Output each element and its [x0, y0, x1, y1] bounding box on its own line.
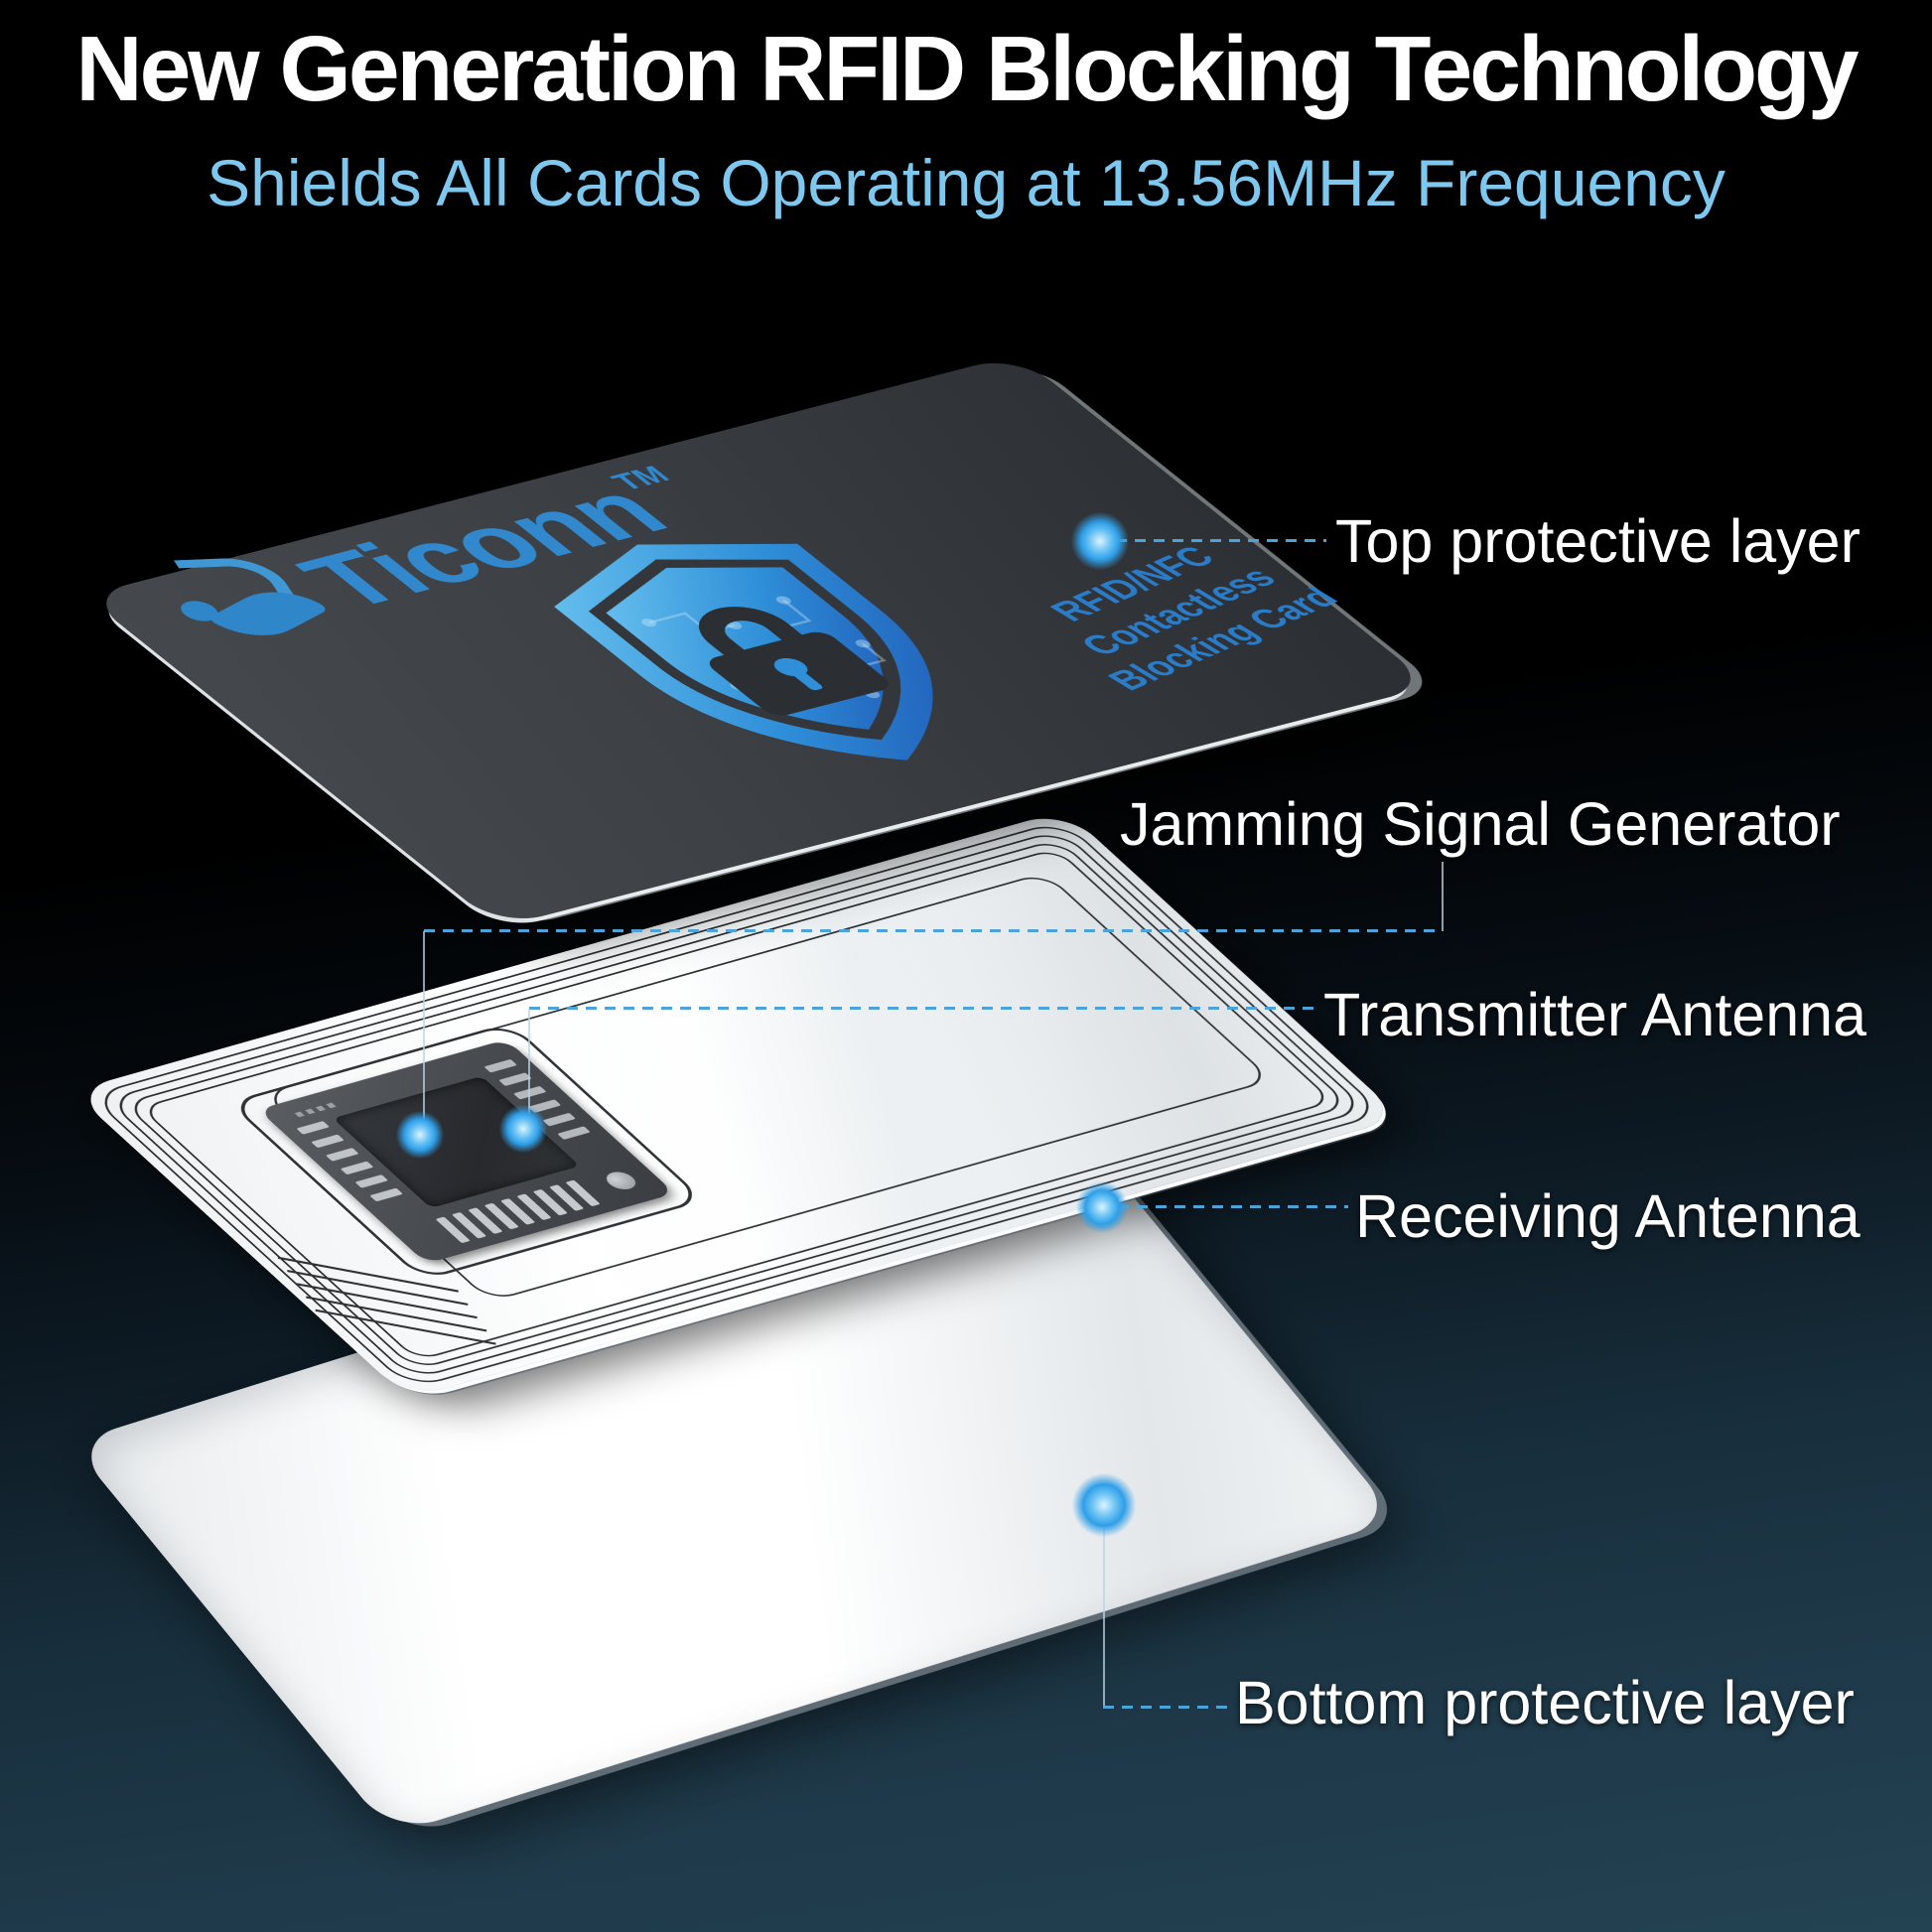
card-side-text: RFID/NFC Contactless Blocking Card — [1041, 540, 1349, 697]
connector-jamming-vertical — [1442, 862, 1444, 931]
shield-lock-icon — [481, 497, 1064, 808]
label-receiving-antenna: Receiving Antenna — [1355, 1182, 1861, 1250]
label-bottom-protective-layer: Bottom protective layer — [1235, 1669, 1855, 1736]
connector-jamming-horizontal — [424, 929, 1443, 932]
glow-dot-bottom-layer — [1072, 1473, 1136, 1537]
connector-receiving — [1118, 1205, 1348, 1208]
label-transmitter-antenna: Transmitter Antenna — [1323, 981, 1867, 1048]
page-title: New Generation RFID Blocking Technology — [75, 17, 1859, 120]
connector-bottom-vertical — [1103, 1507, 1105, 1708]
label-top-protective-layer: Top protective layer — [1335, 507, 1861, 575]
chip-marks — [294, 1102, 337, 1118]
connector-top-layer — [1116, 539, 1326, 542]
label-jamming-signal-generator: Jamming Signal Generator — [1120, 790, 1841, 858]
glow-dot-top-layer — [1071, 512, 1129, 570]
page-subtitle: Shields All Cards Operating at 13.56MHz … — [207, 146, 1725, 219]
connector-bottom-horizontal — [1103, 1706, 1228, 1709]
glow-dot-transmitter — [499, 1105, 547, 1153]
connector-transmitter-drop — [528, 1009, 530, 1128]
chip-pad — [601, 1169, 641, 1192]
connector-transmitter — [529, 1007, 1317, 1010]
glow-dot-receiving — [1076, 1181, 1128, 1233]
top-protective-layer-card: TiconnTM — [84, 353, 1433, 927]
glow-dot-jamming — [396, 1111, 444, 1159]
connector-jamming-drop — [423, 931, 425, 1134]
